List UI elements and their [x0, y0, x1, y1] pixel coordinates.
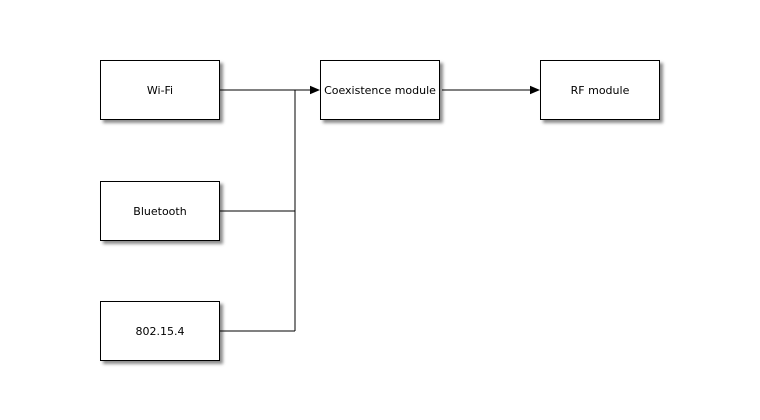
- node-bluetooth: Bluetooth: [100, 181, 220, 241]
- node-rf-module-label: RF module: [570, 83, 630, 97]
- node-rf-module: RF module: [540, 60, 660, 120]
- node-bluetooth-label: Bluetooth: [133, 204, 187, 218]
- node-coexistence-module: Coexistence module: [320, 60, 440, 120]
- node-wifi: Wi-Fi: [100, 60, 220, 120]
- arrowhead-wifi-coexistence: [310, 85, 320, 95]
- node-coexistence-module-label: Coexistence module: [324, 83, 436, 97]
- node-zigbee: 802.15.4: [100, 301, 220, 361]
- node-zigbee-label: 802.15.4: [135, 324, 185, 338]
- node-wifi-label: Wi-Fi: [146, 83, 174, 97]
- arrowhead-coexistence-rf: [530, 85, 540, 95]
